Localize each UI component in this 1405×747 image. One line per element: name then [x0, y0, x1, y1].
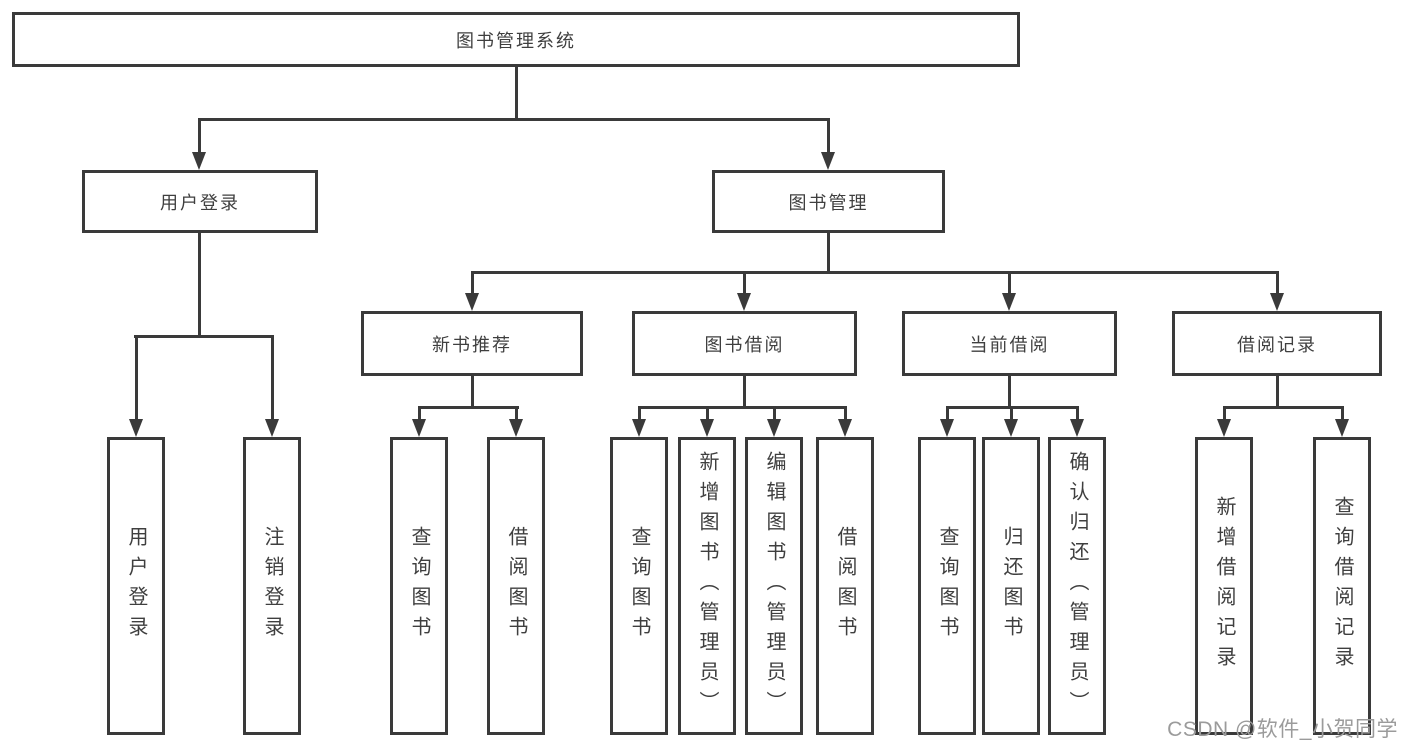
leaf-label: 确认归还（管理员） [1066, 451, 1088, 721]
connector-stem [1275, 271, 1279, 295]
arrowhead-icon [766, 419, 781, 437]
connector-stem [1222, 406, 1226, 421]
node-book-management-label: 图书管理 [788, 192, 869, 213]
arrowhead-icon [1003, 419, 1018, 437]
leaf-add-borrow-record: 新增借阅记录 [1195, 437, 1253, 735]
connector-stem [743, 271, 746, 295]
leaf-label: 新增借阅记录 [1213, 496, 1235, 676]
leaf-label: 新增图书（管理员） [696, 451, 718, 721]
leaf-borrow-books: 借阅图书 [816, 437, 874, 735]
leaf-return-books: 归还图书 [982, 437, 1040, 735]
arrowhead-icon [411, 419, 426, 437]
arrowhead-icon [1334, 419, 1349, 437]
node-borrow-records: 借阅记录 [1172, 311, 1382, 376]
leaf-label: 查询图书 [408, 526, 430, 646]
leaf-borrow-books-recommend: 借阅图书 [487, 437, 545, 735]
arrowhead-icon [1069, 419, 1084, 437]
arrowhead-icon [631, 419, 646, 437]
arrowhead-icon [192, 152, 206, 170]
leaf-label: 查询图书 [628, 526, 650, 646]
leaf-label: 查询借阅记录 [1331, 496, 1353, 676]
arrowhead-icon [464, 293, 479, 311]
node-borrow-records-label: 借阅记录 [1237, 334, 1317, 355]
leaf-label: 归还图书 [1000, 526, 1022, 646]
csdn-watermark: CSDN @软件_小贺同学 [1167, 718, 1398, 741]
node-root: 图书管理系统 [12, 12, 1020, 67]
connector-stem [1340, 406, 1344, 421]
arrowhead-icon [1002, 293, 1016, 311]
connector-root-branch [198, 118, 830, 121]
connector-stem [514, 406, 518, 421]
leaf-confirm-return-admin: 确认归还（管理员） [1048, 437, 1106, 735]
node-book-management: 图书管理 [712, 170, 945, 233]
arrowhead-icon [264, 419, 279, 437]
leaf-label: 借阅图书 [834, 526, 856, 646]
leaf-label: 查询图书 [936, 526, 958, 646]
node-current-borrow-label: 当前借阅 [969, 334, 1050, 355]
connector-stem [637, 406, 641, 421]
connector-stem [843, 406, 847, 421]
connector-stem [270, 335, 274, 421]
connector-book-mgmt-stem [827, 233, 830, 274]
connector-stem [1008, 271, 1011, 295]
leaf-label: 用户登录 [125, 526, 147, 646]
connector-branch [1222, 406, 1344, 409]
connector-stem [743, 376, 746, 409]
arrowhead-icon [821, 152, 835, 170]
arrowhead-icon [1269, 293, 1284, 311]
leaf-edit-books-admin: 编辑图书（管理员） [745, 437, 803, 735]
connector-stem [1075, 406, 1079, 421]
connector-stem [470, 376, 474, 409]
leaf-query-borrow-record: 查询借阅记录 [1313, 437, 1371, 735]
arrowhead-icon [128, 419, 143, 437]
arrowhead-icon [737, 293, 751, 311]
leaf-label: 借阅图书 [505, 526, 527, 646]
connector-stem [827, 118, 830, 154]
node-user-login-label: 用户登录 [160, 192, 240, 213]
connector-stem [134, 335, 138, 421]
node-user-login: 用户登录 [82, 170, 318, 233]
connector-stem [772, 406, 776, 421]
leaf-add-books-admin: 新增图书（管理员） [678, 437, 736, 735]
leaf-query-books-recommend: 查询图书 [390, 437, 448, 735]
connector-book-mgmt-branch [470, 271, 1279, 274]
arrowhead-icon [699, 419, 714, 437]
connector-stem [1275, 376, 1279, 409]
arrowhead-icon [837, 419, 852, 437]
leaf-logout: 注销登录 [243, 437, 301, 735]
arrowhead-icon [939, 419, 954, 437]
connector-stem [417, 406, 421, 421]
connector-stem [1008, 376, 1011, 409]
connector-stem [1009, 406, 1013, 421]
connector-user-login-branch [134, 335, 274, 338]
node-root-label: 图书管理系统 [456, 30, 576, 51]
connector-branch [637, 406, 847, 409]
connector-root-stem [514, 67, 518, 118]
arrowhead-icon [1216, 419, 1231, 437]
leaf-label: 编辑图书（管理员） [763, 451, 785, 721]
leaf-query-books-current: 查询图书 [918, 437, 976, 735]
leaf-user-login: 用户登录 [107, 437, 165, 735]
connector-branch [417, 406, 519, 409]
node-new-book-recommend: 新书推荐 [361, 311, 583, 376]
leaf-label: 注销登录 [261, 526, 283, 646]
node-new-book-recommend-label: 新书推荐 [432, 334, 512, 355]
connector-user-login-stem [198, 233, 201, 335]
leaf-query-books-borrow: 查询图书 [610, 437, 668, 735]
arrowhead-icon [508, 419, 523, 437]
node-book-borrow-label: 图书借阅 [704, 334, 785, 355]
connector-stem [470, 271, 474, 295]
connector-stem [945, 406, 949, 421]
connector-stem [198, 118, 201, 154]
node-book-borrow: 图书借阅 [632, 311, 857, 376]
node-current-borrow: 当前借阅 [902, 311, 1117, 376]
connector-stem [705, 406, 709, 421]
